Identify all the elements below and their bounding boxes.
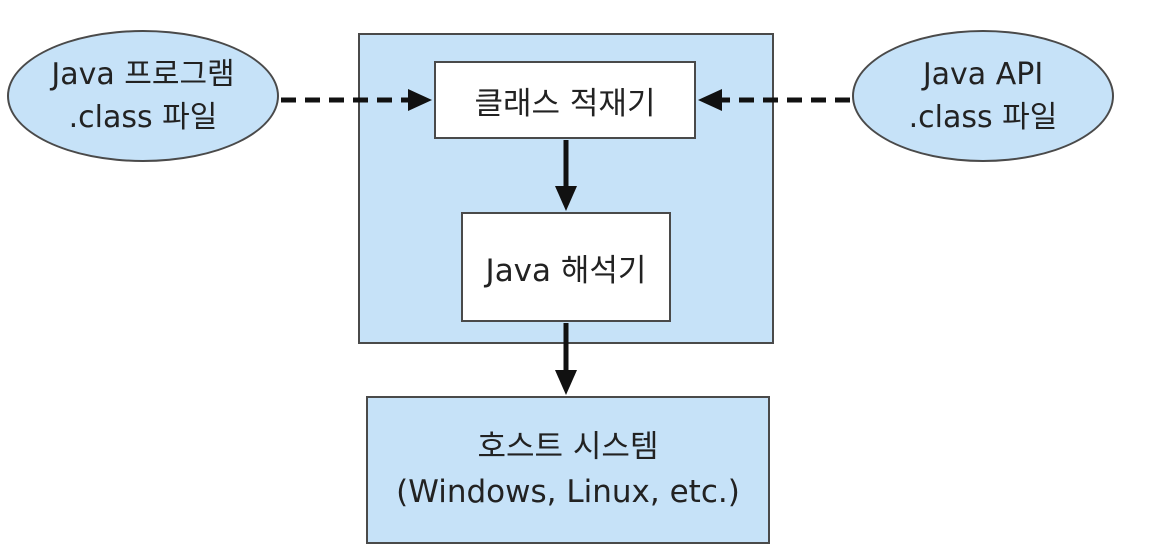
arrowhead-interpreter — [555, 186, 577, 211]
class-loader-label: 클래스 적재기 — [474, 85, 656, 122]
class-loader-box: 클래스 적재기 — [434, 61, 696, 139]
host-system-examples: (Windows, Linux, etc.) — [396, 474, 740, 510]
java-program-class-file: Java 프로그램 .class 파일 — [7, 30, 279, 162]
java-api-label: Java API — [922, 56, 1044, 92]
arrowhead-host — [555, 370, 577, 395]
arrowhead-left — [408, 89, 432, 111]
java-api-class-file: Java API .class 파일 — [852, 30, 1114, 162]
host-system-label: 호스트 시스템 — [477, 429, 659, 466]
java-interpreter-box: Java 해석기 — [461, 212, 671, 322]
arrowhead-right — [698, 89, 722, 111]
java-program-class-label: .class 파일 — [68, 100, 218, 135]
host-system-box: 호스트 시스템 (Windows, Linux, etc.) — [366, 396, 770, 544]
java-interpreter-label: Java 해석기 — [485, 252, 647, 289]
java-program-label: Java 프로그램 — [51, 56, 235, 92]
java-api-class-label: .class 파일 — [908, 100, 1058, 135]
